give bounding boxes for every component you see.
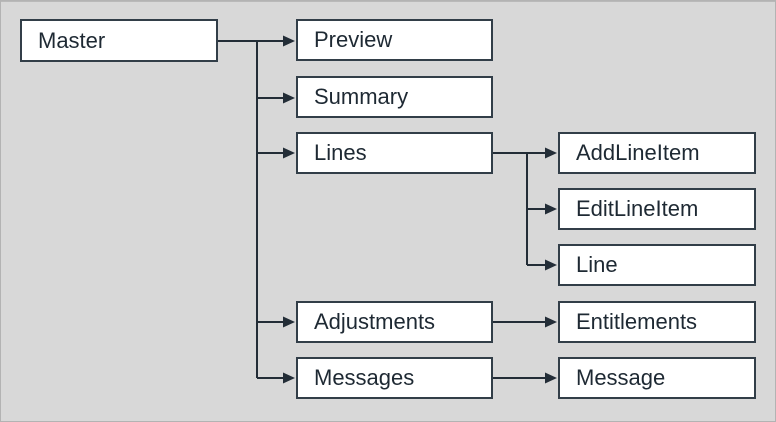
node-lines-label: Lines xyxy=(314,140,367,165)
node-summary-label: Summary xyxy=(314,84,409,109)
arrowhead-editlineitem xyxy=(545,203,557,215)
node-addlineitem-label: AddLineItem xyxy=(576,140,700,165)
node-line: Line xyxy=(558,244,756,286)
arrowhead-lines xyxy=(283,147,295,159)
node-messages-label: Messages xyxy=(314,365,415,390)
node-master-label: Master xyxy=(38,27,106,53)
arrowhead-entitlements xyxy=(545,316,557,328)
node-addlineitem: AddLineItem xyxy=(558,132,756,174)
node-message-label: Message xyxy=(576,365,666,390)
node-summary: Summary xyxy=(296,76,493,118)
edge-master-trunk xyxy=(218,40,258,378)
arrowhead-addlineitem xyxy=(545,147,557,159)
arrowhead-message xyxy=(545,372,557,384)
node-entitlements-label: Entitlements xyxy=(576,309,698,334)
node-editlineitem: EditLineItem xyxy=(558,188,756,230)
node-master: Master xyxy=(20,19,218,62)
arrowhead-messages xyxy=(283,372,295,384)
arrowhead-preview xyxy=(283,35,295,47)
arrowhead-line xyxy=(545,259,557,271)
node-editlineitem-label: EditLineItem xyxy=(576,196,699,221)
node-entitlements: Entitlements xyxy=(558,301,756,343)
edge-lines-trunk xyxy=(493,152,528,265)
node-preview-label: Preview xyxy=(314,27,393,52)
node-messages: Messages xyxy=(296,357,493,399)
node-adjustments-label: Adjustments xyxy=(314,309,436,334)
node-line-label: Line xyxy=(576,252,618,277)
node-message: Message xyxy=(558,357,756,399)
node-adjustments: Adjustments xyxy=(296,301,493,343)
arrowhead-adjustments xyxy=(283,316,295,328)
node-preview: Preview xyxy=(296,19,493,61)
arrowhead-summary xyxy=(283,92,295,104)
node-lines: Lines xyxy=(296,132,493,174)
